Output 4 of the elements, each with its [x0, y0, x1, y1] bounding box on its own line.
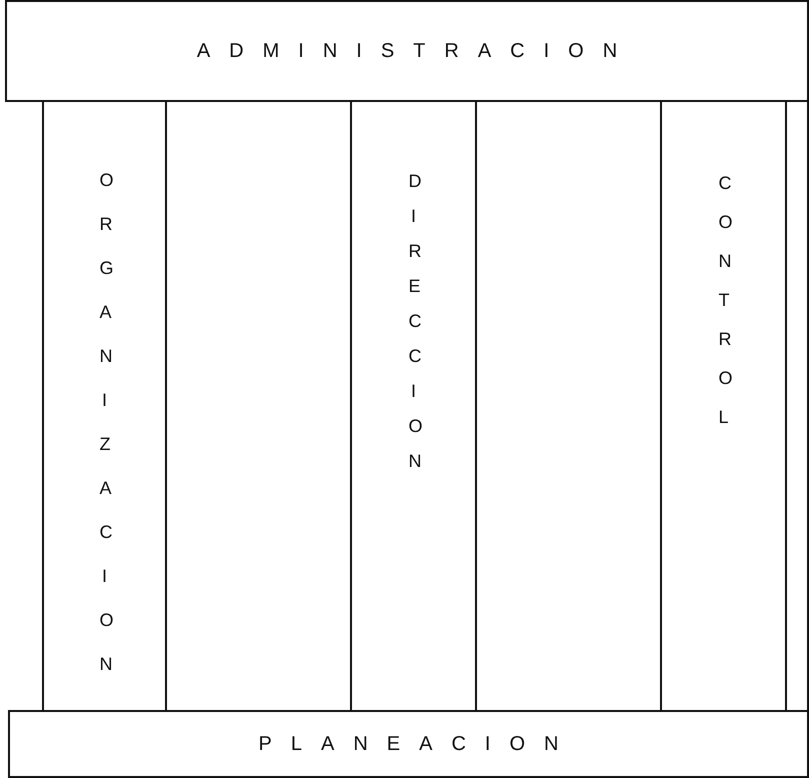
band-label: ADMINISTRACION [196, 40, 636, 62]
band-label: PLANEACION [258, 732, 578, 756]
beam-band [5, 0, 809, 102]
beam-band [8, 710, 809, 778]
